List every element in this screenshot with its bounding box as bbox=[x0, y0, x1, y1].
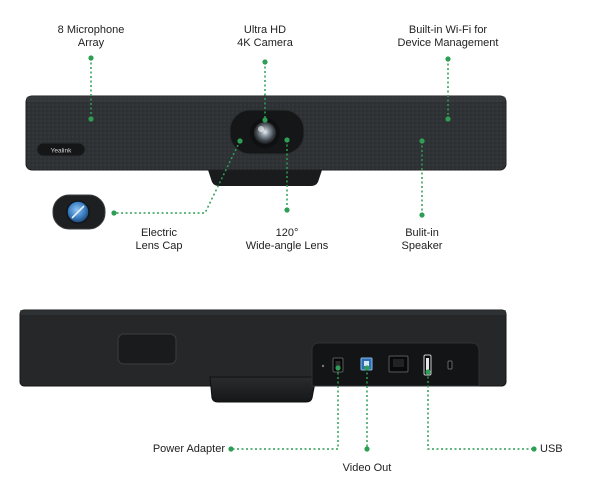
camera-lens-icon bbox=[254, 122, 276, 144]
label-wifi: Built-in Wi-Fi for Device Management bbox=[397, 24, 499, 49]
rear-recess bbox=[117, 333, 177, 365]
brand-logo: Yealink bbox=[51, 148, 72, 155]
leader-power bbox=[231, 368, 339, 450]
front-view: Yealink bbox=[25, 95, 507, 186]
leader-usb bbox=[427, 372, 534, 450]
label-lens-cap: Electric Lens Cap bbox=[135, 227, 183, 252]
leader-lines bbox=[90, 58, 534, 450]
lens-cap-detail bbox=[52, 194, 106, 230]
label-speaker: Bulit-in Speaker bbox=[401, 227, 443, 252]
brand-badge bbox=[36, 142, 86, 157]
label-video-out: Video Out bbox=[342, 462, 392, 474]
leader-dots bbox=[88, 55, 537, 452]
label-wide-angle: 120° Wide-angle Lens bbox=[245, 227, 329, 252]
front-stand bbox=[207, 167, 323, 186]
reset-hole-icon bbox=[321, 364, 325, 368]
label-microphone-array: 8 Microphone Array bbox=[57, 24, 125, 49]
label-4k-camera: Ultra HD 4K Camera bbox=[237, 24, 293, 49]
label-usb: USB bbox=[540, 443, 563, 455]
leader-lenscap bbox=[114, 140, 241, 214]
lock-slot-icon bbox=[447, 360, 453, 370]
label-power-adapter: Power Adapter bbox=[152, 443, 225, 455]
rear-stand bbox=[209, 376, 317, 403]
rear-view bbox=[19, 309, 507, 403]
